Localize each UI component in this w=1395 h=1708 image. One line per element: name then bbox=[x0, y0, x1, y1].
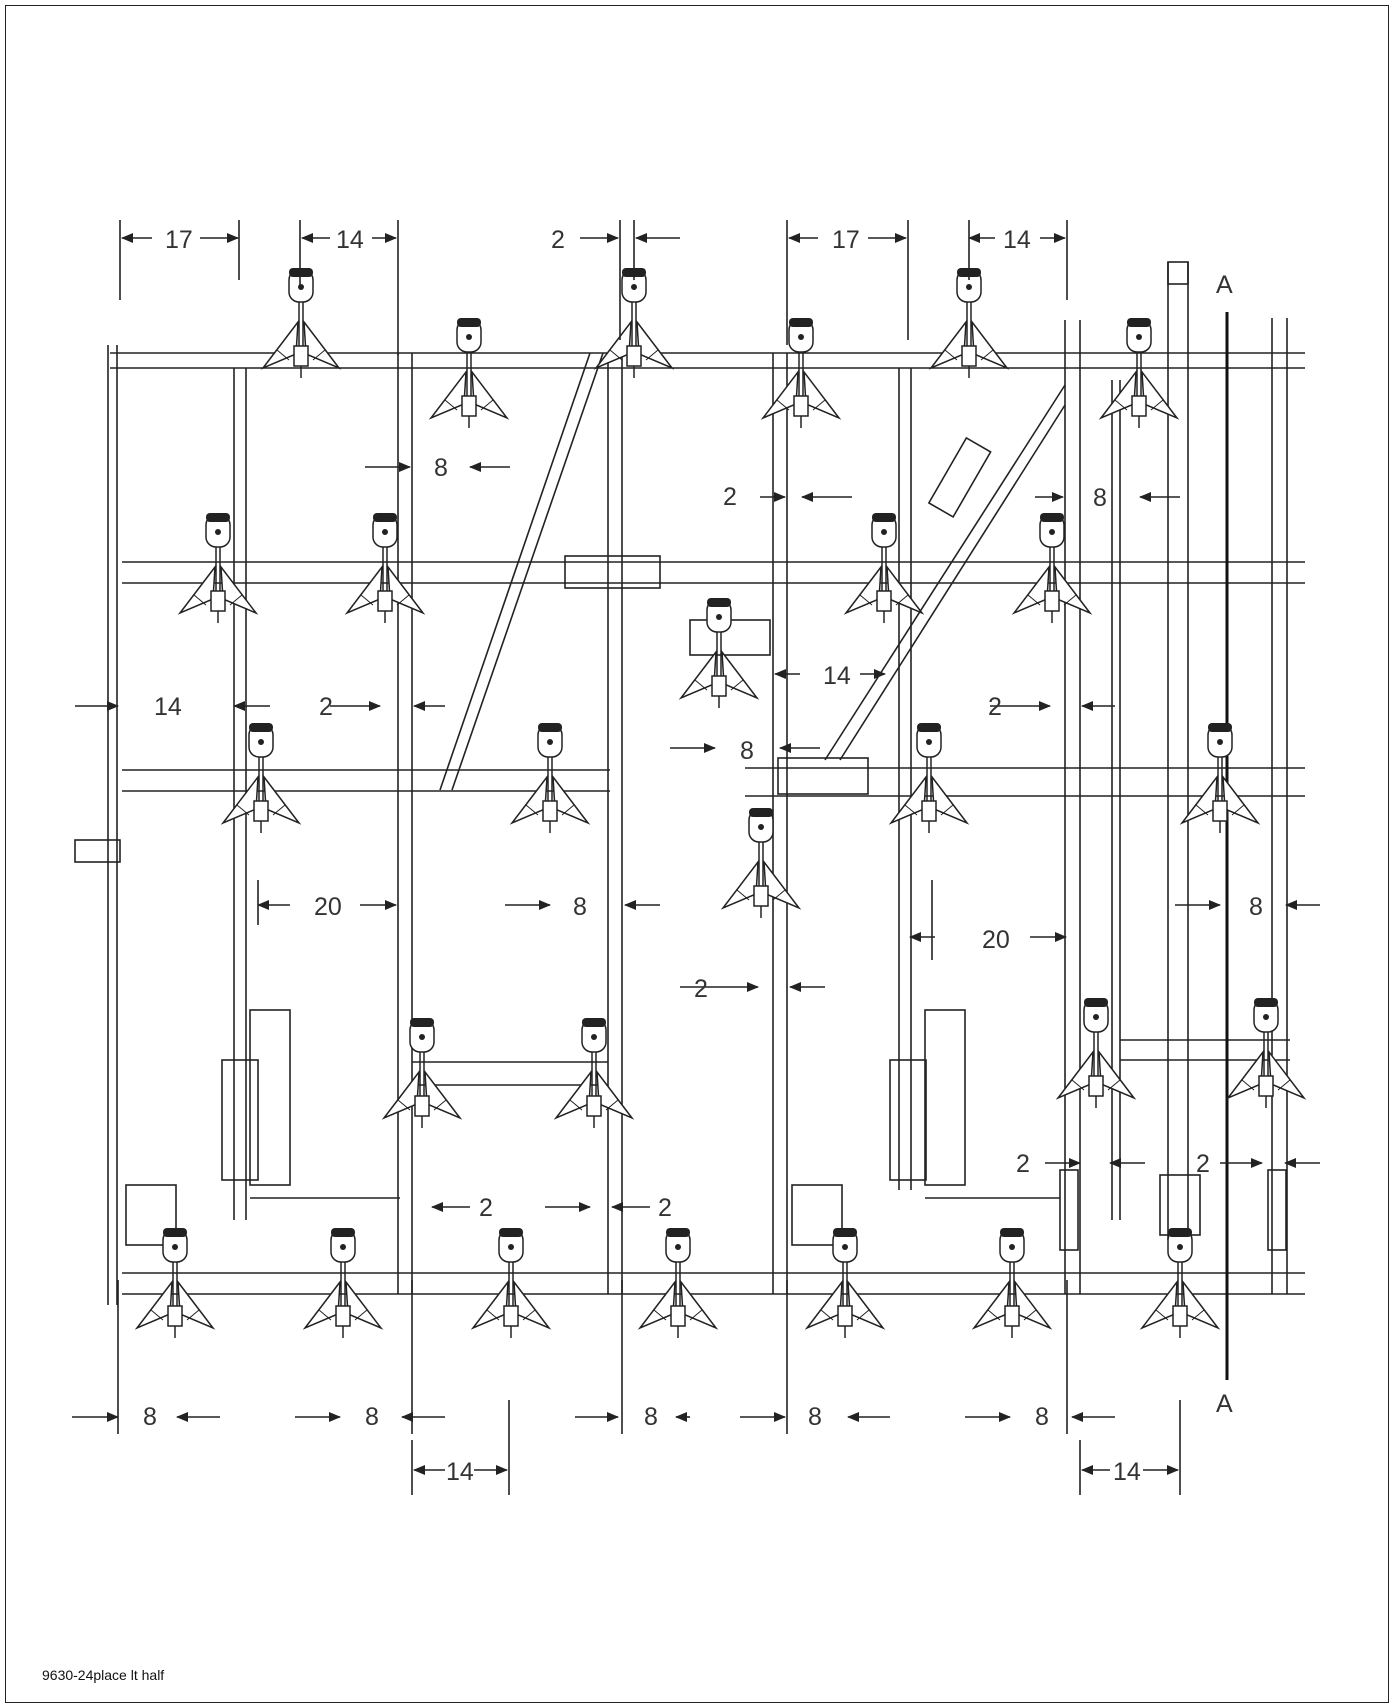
dim-mid-9: 2 bbox=[694, 975, 708, 1003]
dim-upper-2: 2 bbox=[723, 483, 737, 511]
dim-bottom-4: 8 bbox=[808, 1403, 822, 1431]
dim-bottom-6: 14 bbox=[446, 1458, 474, 1486]
section-line-a: A A bbox=[1216, 271, 1233, 1418]
dim-bottom-5: 8 bbox=[1035, 1403, 1049, 1431]
shank-15 bbox=[1181, 722, 1259, 834]
shank-20 bbox=[1227, 997, 1305, 1109]
shank-26 bbox=[973, 1227, 1051, 1339]
shank-4 bbox=[762, 317, 840, 429]
shank-assemblies bbox=[136, 267, 1305, 1339]
dim-lower-4: 2 bbox=[658, 1194, 672, 1222]
dim-top-2: 14 bbox=[336, 226, 364, 254]
dim-mid-7: 20 bbox=[982, 926, 1010, 954]
dim-top-3: 2 bbox=[551, 226, 565, 254]
dim-mid-5: 20 bbox=[314, 893, 342, 921]
shank-27 bbox=[1141, 1227, 1219, 1339]
shank-24 bbox=[639, 1227, 717, 1339]
shank-5 bbox=[930, 267, 1008, 379]
dim-top-5: 14 bbox=[1003, 226, 1031, 254]
drawing-caption: 9630-24place lt half bbox=[42, 1667, 165, 1683]
shank-6 bbox=[1100, 317, 1178, 429]
shank-13 bbox=[511, 722, 589, 834]
dim-upper-1: 8 bbox=[434, 454, 448, 482]
shank-22 bbox=[304, 1227, 382, 1339]
shank-3 bbox=[595, 267, 673, 379]
dim-mid-4: 2 bbox=[988, 693, 1002, 721]
dim-lower-2: 2 bbox=[1196, 1150, 1210, 1178]
dimension-labels: 17 14 2 17 14 8 2 8 8 14 2 14 2 20 8 20 … bbox=[143, 226, 1263, 1486]
shank-10 bbox=[1013, 512, 1091, 624]
section-label-a-bottom: A bbox=[1216, 1390, 1233, 1418]
dim-upper-4: 8 bbox=[740, 737, 754, 765]
shank-17 bbox=[383, 1017, 461, 1129]
dimension-lines bbox=[72, 220, 1320, 1495]
shank-11 bbox=[680, 597, 758, 709]
shank-14 bbox=[890, 722, 968, 834]
dim-mid-8: 8 bbox=[1249, 893, 1263, 921]
dim-lower-1: 2 bbox=[1016, 1150, 1030, 1178]
dim-lower-3: 2 bbox=[479, 1194, 493, 1222]
dim-top-1: 17 bbox=[165, 226, 193, 254]
dim-mid-1: 14 bbox=[154, 693, 182, 721]
shank-18 bbox=[555, 1017, 633, 1129]
shank-7 bbox=[179, 512, 257, 624]
drawing-frame bbox=[5, 5, 1389, 1703]
dim-bottom-3: 8 bbox=[644, 1403, 658, 1431]
dim-top-4: 17 bbox=[832, 226, 860, 254]
dim-bottom-2: 8 bbox=[365, 1403, 379, 1431]
shank-23 bbox=[472, 1227, 550, 1339]
shank-19 bbox=[1057, 997, 1135, 1109]
section-label-a-top: A bbox=[1216, 271, 1233, 299]
shank-1 bbox=[262, 267, 340, 379]
dim-mid-6: 8 bbox=[573, 893, 587, 921]
dim-bottom-7: 14 bbox=[1113, 1458, 1141, 1486]
dim-mid-2: 2 bbox=[319, 693, 333, 721]
dim-bottom-1: 8 bbox=[143, 1403, 157, 1431]
frame-structure bbox=[74, 261, 1305, 1305]
dim-mid-3: 14 bbox=[823, 662, 851, 690]
dim-upper-3: 8 bbox=[1093, 484, 1107, 512]
shank-2 bbox=[430, 317, 508, 429]
